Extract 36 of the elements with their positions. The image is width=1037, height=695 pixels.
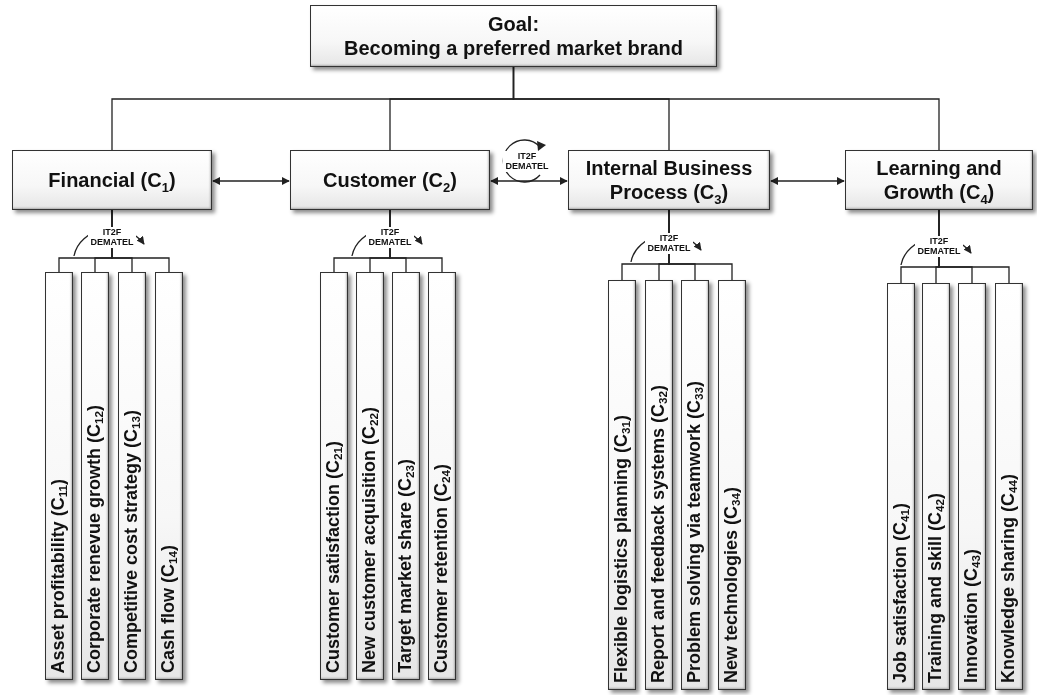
method-label: IT2F DEMATEL	[88, 227, 136, 248]
perspective-box	[845, 150, 1033, 210]
box-label: Learning and Growth (C$_{4}$)	[875, 156, 1003, 204]
arrow	[490, 177, 568, 185]
box-label: Becoming a preferred market brand	[344, 36, 683, 60]
criterion-box	[356, 272, 384, 680]
criterion-box	[608, 280, 636, 690]
criterion-box	[645, 280, 673, 690]
box-label: Financial (C$_{1}$)	[48, 168, 176, 192]
criterion-box	[681, 280, 709, 690]
criterion-box	[995, 283, 1023, 690]
criterion-box	[922, 283, 950, 690]
criterion-box	[718, 280, 746, 690]
method-label: IT2F DEMATEL	[366, 227, 414, 248]
arrow	[212, 177, 290, 185]
criterion-box	[392, 272, 420, 680]
criterion-box	[118, 272, 146, 680]
perspective-box	[568, 150, 770, 210]
connector-line	[512, 66, 940, 151]
perspective-box	[290, 150, 490, 210]
box-label: Internal Business Process (C$_{3}$)	[584, 156, 754, 204]
criterion-box	[428, 272, 456, 680]
arrow	[770, 177, 845, 185]
criterion-box	[958, 283, 986, 690]
box-label: Customer (C$_{2}$)	[323, 168, 457, 192]
criterion-box	[320, 272, 348, 680]
perspective-box	[310, 5, 717, 67]
method-label: IT2F DEMATEL	[645, 233, 693, 254]
criterion-box	[887, 283, 915, 690]
criterion-box	[81, 272, 109, 680]
criterion-box	[155, 272, 183, 680]
method-label: IT2F DEMATEL	[915, 236, 963, 257]
heading: Goal:	[487, 12, 540, 36]
criterion-box	[45, 272, 73, 680]
method-label: IT2F DEMATEL	[503, 151, 551, 172]
perspective-box	[12, 150, 212, 210]
